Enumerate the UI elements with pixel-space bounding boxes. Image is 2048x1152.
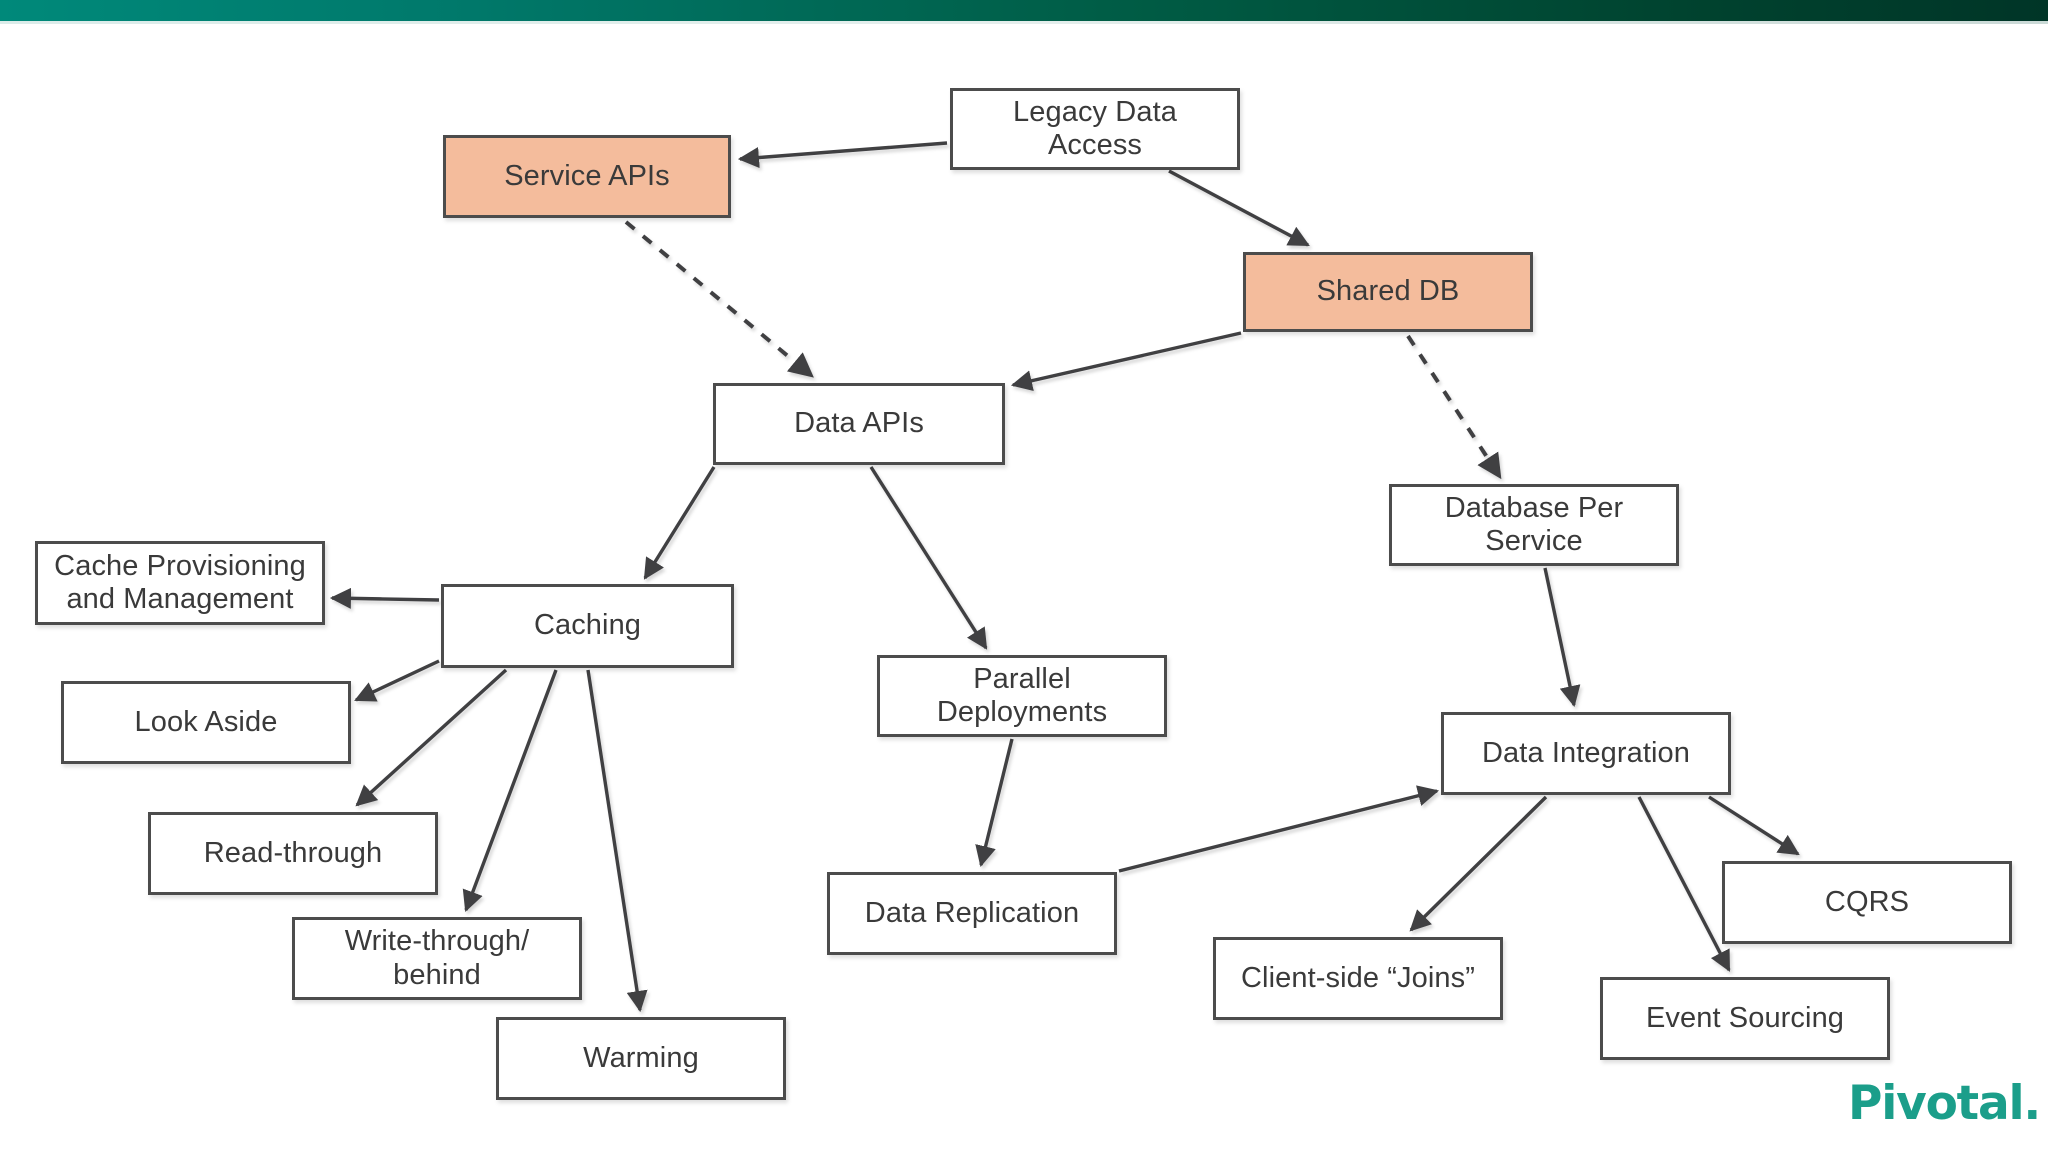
top-accent-bar xyxy=(0,0,2048,21)
edge-caching-to-look-aside xyxy=(354,659,440,702)
node-event-sourcing[interactable]: Event Sourcing xyxy=(1600,977,1890,1060)
edge-shared-db-to-db-per-service xyxy=(1406,334,1502,480)
node-service-apis[interactable]: Service APIs xyxy=(443,135,731,218)
node-label: Data Integration xyxy=(1482,736,1690,769)
node-shared-db[interactable]: Shared DB xyxy=(1243,252,1533,332)
node-client-side-joins[interactable]: Client-side “Joins” xyxy=(1213,937,1503,1020)
node-label: Database Per Service xyxy=(1444,491,1624,557)
node-label: Caching xyxy=(533,609,642,642)
node-cache-provisioning[interactable]: Cache Provisioning and Management xyxy=(35,541,325,625)
node-label: Data APIs xyxy=(794,407,924,440)
node-data-apis[interactable]: Data APIs xyxy=(713,383,1005,465)
top-accent-bar-edge xyxy=(0,21,2048,24)
pivotal-logo-text: Pivotal xyxy=(1848,1076,2025,1131)
edge-integration-to-cqrs xyxy=(1708,795,1800,856)
node-label: CQRS xyxy=(1824,885,1910,918)
node-look-aside[interactable]: Look Aside xyxy=(61,681,351,764)
node-label: Look Aside xyxy=(134,705,278,738)
edge-integration-to-event-sourcing xyxy=(1637,796,1731,972)
node-label: Data Replication xyxy=(864,896,1080,929)
pivotal-logo: Pivotal. xyxy=(1848,1076,2041,1131)
node-data-integration[interactable]: Data Integration xyxy=(1441,712,1731,795)
edge-replication-to-integration xyxy=(1118,785,1440,873)
node-caching[interactable]: Caching xyxy=(441,584,734,668)
node-label: Read-through xyxy=(203,836,383,869)
node-warming[interactable]: Warming xyxy=(496,1017,786,1100)
node-label: Legacy Data Access xyxy=(1013,95,1177,161)
edge-legacy-to-service-apis xyxy=(737,141,948,169)
edge-data-apis-to-parallel xyxy=(869,466,988,650)
edge-integration-to-joins xyxy=(1409,795,1548,932)
node-data-replication[interactable]: Data Replication xyxy=(827,872,1117,955)
node-legacy-data-access[interactable]: Legacy Data Access xyxy=(950,88,1240,170)
node-write-through-behind[interactable]: Write-through/ behind xyxy=(292,917,582,1000)
edge-data-apis-to-caching xyxy=(643,466,716,580)
pivotal-logo-dot: . xyxy=(2023,1076,2041,1131)
edge-db-per-service-to-integration xyxy=(1543,567,1581,708)
edge-parallel-to-replication xyxy=(975,738,1014,868)
node-label: Service APIs xyxy=(504,159,670,192)
node-read-through[interactable]: Read-through xyxy=(148,812,438,895)
node-label: Write-through/ behind xyxy=(344,925,530,991)
node-label: Event Sourcing xyxy=(1645,1001,1845,1034)
edge-caching-to-warming xyxy=(586,669,648,1013)
edge-caching-to-provisioning xyxy=(329,587,440,609)
edge-legacy-to-shared-db xyxy=(1168,169,1310,247)
node-label: Client-side “Joins” xyxy=(1241,961,1475,994)
edge-caching-to-read-through xyxy=(355,668,508,807)
node-parallel-deployments[interactable]: Parallel Deployments xyxy=(877,655,1167,737)
node-label: Cache Provisioning and Management xyxy=(54,549,306,615)
node-label: Shared DB xyxy=(1316,275,1460,308)
node-label: Warming xyxy=(583,1041,699,1074)
node-database-per-service[interactable]: Database Per Service xyxy=(1389,484,1679,566)
node-label: Parallel Deployments xyxy=(936,662,1108,728)
edge-shared-db-to-data-apis xyxy=(1010,331,1242,392)
node-cqrs[interactable]: CQRS xyxy=(1722,861,2012,944)
edge-service-apis-to-data-apis xyxy=(624,220,814,378)
edge-caching-to-write-through xyxy=(462,669,558,912)
